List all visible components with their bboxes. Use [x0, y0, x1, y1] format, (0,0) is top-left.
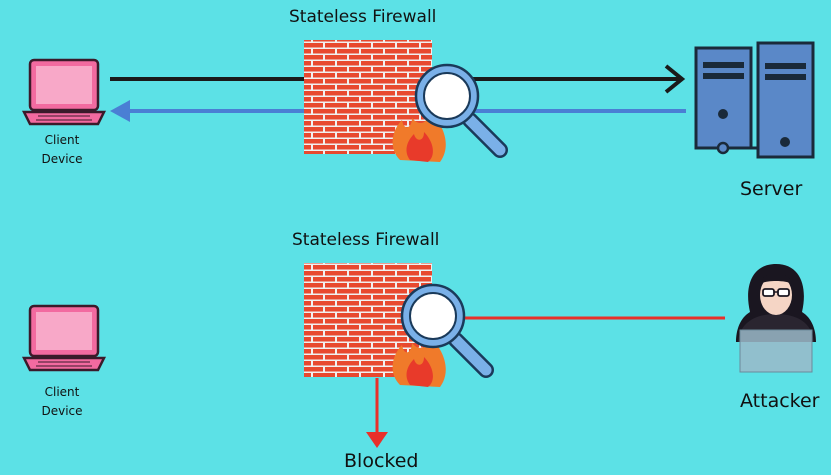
- bottom-magnifier-icon: [400, 283, 494, 378]
- bottom-client-label: Client Device: [22, 383, 102, 421]
- blocked-label: Blocked: [344, 450, 419, 472]
- bottom-client-label-line2: Device: [41, 404, 83, 418]
- server-label: Server: [740, 178, 803, 200]
- top-scenario: [21, 40, 815, 162]
- attacker-icon: [736, 264, 816, 373]
- top-client-label-line2: Device: [41, 152, 83, 166]
- bottom-firewall-icon: [304, 263, 494, 387]
- bottom-client-label-line1: Client: [44, 385, 80, 399]
- attacker-label: Attacker: [740, 390, 820, 412]
- bottom-firewall-title: Stateless Firewall: [292, 230, 440, 250]
- top-client-label: Client Device: [22, 131, 102, 169]
- blocked-arrow: [366, 378, 388, 448]
- top-firewall-icon: [304, 40, 508, 162]
- bottom-scenario: [21, 263, 816, 448]
- top-magnifier-icon: [414, 63, 508, 158]
- top-client-label-line1: Client: [44, 133, 80, 147]
- server-icon: [694, 41, 815, 159]
- bottom-client-laptop-icon: [21, 304, 107, 372]
- top-client-laptop-icon: [21, 58, 107, 126]
- top-firewall-title: Stateless Firewall: [289, 7, 437, 27]
